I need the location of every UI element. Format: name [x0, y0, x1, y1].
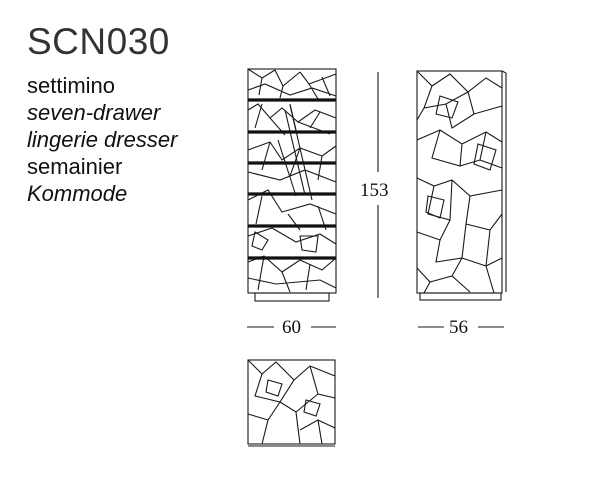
front-view — [247, 68, 337, 294]
name-german: Kommode — [27, 181, 128, 206]
name-italian: settimino — [27, 73, 116, 98]
side-view — [416, 70, 507, 294]
name-english-2: lingerie dresser — [27, 127, 178, 152]
drawer-lines — [248, 98, 336, 260]
product-code: SCN030 — [27, 21, 170, 62]
name-french: semainier — [27, 154, 123, 179]
height-label: 153 — [360, 180, 389, 201]
top-view — [247, 359, 336, 445]
side-base — [419, 292, 502, 301]
product-names: settimino seven-drawer lingerie dresser … — [27, 72, 177, 207]
depth-label: 56 — [449, 317, 468, 338]
width-label: 60 — [282, 317, 301, 338]
front-base — [254, 292, 330, 302]
name-english: seven-drawer — [27, 100, 161, 125]
